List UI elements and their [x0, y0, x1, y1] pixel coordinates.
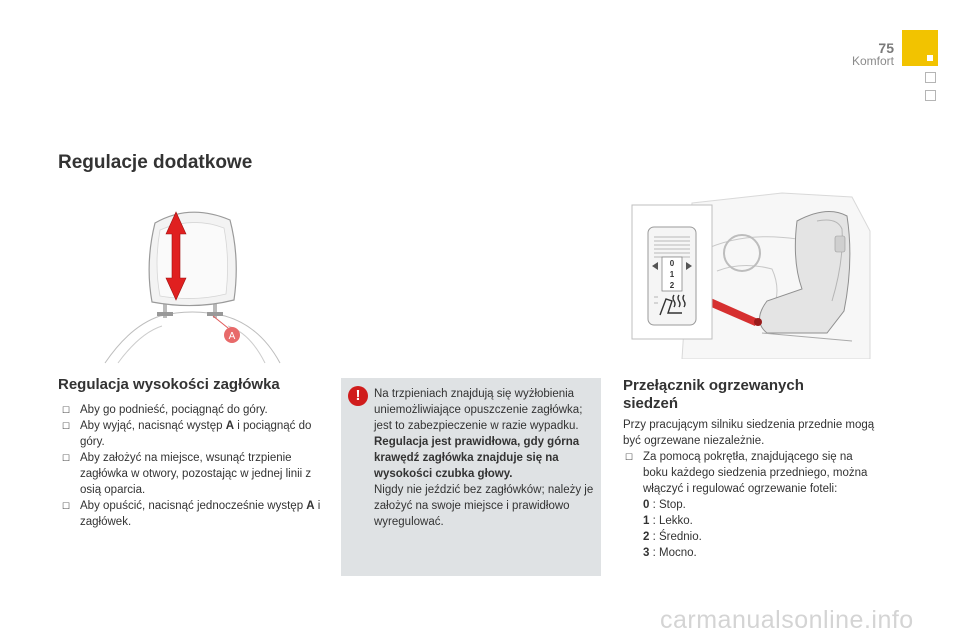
page-number: 75 — [878, 40, 894, 56]
seat-heat-icon — [659, 294, 686, 316]
heat-level-1: 1 : Lekko. — [643, 515, 693, 527]
list-item: ☐Aby wyjąć, nacisnąć występ A i pociągną… — [62, 420, 312, 448]
exclamation-icon: ! — [348, 386, 368, 406]
dial-label: 2 — [670, 281, 675, 290]
list-item: ☐Aby go podnieść, pociągnąć do góry. — [62, 404, 268, 416]
heated-seats-heading: Przełącznik ogrzewanych siedzeń — [623, 377, 804, 412]
headrest-illustration: A — [104, 211, 281, 364]
dial-label: 0 — [670, 259, 675, 268]
heated-seat-illustration: 0 1 2 — [631, 192, 871, 359]
list-item: ☐Aby opuścić, nacisnąć jednocześnie wyst… — [62, 500, 321, 528]
section-name: Komfort — [851, 54, 894, 68]
warning-text: Na trzpieniach znajdują się wyżłobienia … — [374, 388, 594, 528]
dial-label: 1 — [670, 270, 675, 279]
chapter-tab — [925, 90, 936, 101]
page-title: Regulacje dodatkowe — [58, 152, 253, 173]
chapter-tab — [925, 72, 936, 83]
bullet-checkbox-icon: ☐ — [625, 452, 634, 462]
watermark: carmanualsonline.info — [660, 606, 914, 634]
callout-a: A — [229, 331, 236, 342]
headrest-heading: Regulacja wysokości zagłówka — [58, 376, 280, 393]
warning-box — [341, 378, 601, 576]
bullet-checkbox-icon: ☐ — [62, 453, 71, 463]
heat-level-0: 0 : Stop. — [643, 499, 686, 511]
headrest-instructions: ☐Aby go podnieść, pociągnąć do góry. ☐Ab… — [60, 402, 322, 530]
bullet-checkbox-icon: ☐ — [62, 421, 71, 431]
bullet-checkbox-icon: ☐ — [62, 405, 71, 415]
heat-level-3: 3 : Mocno. — [643, 547, 697, 559]
chapter-tab-active — [902, 30, 938, 66]
list-item: ☐Aby założyć na miejsce, wsunąć trzpieni… — [62, 452, 312, 496]
height-adjust-arrow — [165, 211, 187, 301]
heat-level-2: 2 : Średnio. — [643, 531, 702, 543]
list-item: ☐Za pomocą pokrętła, znajdującego się na… — [623, 449, 878, 561]
bullet-checkbox-icon: ☐ — [62, 501, 71, 511]
heated-seats-intro: Przy pracującym silniku siedzenia przedn… — [623, 419, 875, 447]
heated-seats-instructions: ☐Za pomocą pokrętła, znajdującego się na… — [623, 449, 878, 561]
